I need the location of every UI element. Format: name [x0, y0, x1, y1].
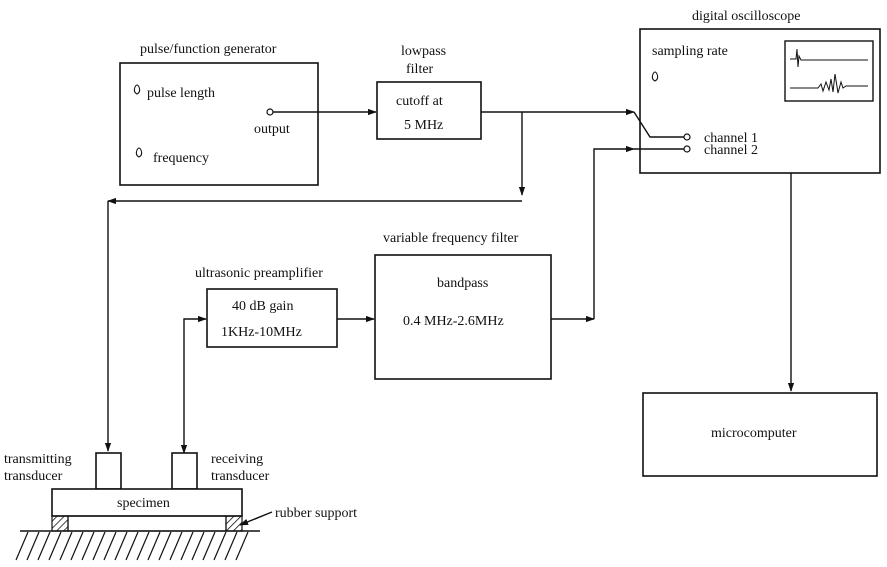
- sampling-rate-label: sampling rate: [652, 44, 728, 59]
- channel-1-label: channel 1: [704, 131, 758, 146]
- ground-hatch-stroke: [103, 531, 117, 561]
- output-terminal-icon: [266, 108, 274, 116]
- ground-hatch-stroke: [48, 531, 62, 561]
- ground-hatch-stroke: [114, 531, 128, 561]
- variable-filter-title: variable frequency filter: [383, 231, 519, 246]
- microcomputer-label: microcomputer: [711, 426, 797, 441]
- bandpass-range: 0.4 MHz-2.6MHz: [403, 314, 504, 329]
- ground-hatch-stroke: [191, 531, 205, 561]
- ground-hatch-stroke: [224, 531, 238, 561]
- rubber-support-label: rubber support: [275, 506, 357, 521]
- sampling-rate-knob-icon: [651, 71, 659, 82]
- cutoff-label: cutoff at: [396, 94, 443, 109]
- oscilloscope-screen: [784, 40, 874, 102]
- bandpass-label: bandpass: [437, 276, 488, 291]
- rubber-support-pointer: [239, 511, 273, 526]
- lowpass-filter: lowpass filter cutoff at 5 MHz: [376, 44, 482, 140]
- frequency-label: frequency: [153, 151, 209, 166]
- channel-1-terminal-icon: [683, 133, 691, 141]
- specimen-assembly: transmitting transducer receiving transd…: [4, 452, 357, 561]
- channel-2-terminal-icon: [683, 145, 691, 153]
- ground-hatch-stroke: [213, 531, 227, 561]
- ultrasonic-preamplifier: ultrasonic preamplifier 40 dB gain 1KHz-…: [195, 266, 338, 348]
- transmitting-label-line-1: transmitting: [4, 452, 72, 467]
- ground-hatch-stroke: [70, 531, 84, 561]
- specimen-label: specimen: [117, 496, 170, 511]
- ground-hatch-stroke: [235, 531, 249, 561]
- channel-2-label: channel 2: [704, 143, 758, 158]
- preamp-range: 1KHz-10MHz: [221, 325, 302, 340]
- oscilloscope-title: digital oscilloscope: [692, 9, 800, 24]
- ground-hatch-stroke: [125, 531, 139, 561]
- transmitting-label-line-2: transducer: [4, 469, 63, 484]
- microcomputer: microcomputer: [642, 392, 878, 477]
- ground-hatch-stroke: [202, 531, 216, 561]
- pulse-generator-title: pulse/function generator: [140, 42, 277, 57]
- ground-hatch-stroke: [92, 531, 106, 561]
- rubber-support-right: [225, 515, 243, 532]
- ground-hatch-stroke: [26, 531, 40, 561]
- pulse-length-knob-icon: [133, 84, 141, 95]
- ground-hatch-stroke: [59, 531, 73, 561]
- receiving-transducer: [171, 452, 198, 490]
- pulse-length-label: pulse length: [147, 86, 215, 101]
- frequency-knob-icon: [135, 147, 143, 158]
- ground-hatch-stroke: [37, 531, 51, 561]
- ground-hatching: [15, 531, 249, 561]
- gain-label: 40 dB gain: [232, 299, 293, 314]
- preamp-title: ultrasonic preamplifier: [195, 266, 323, 281]
- ground-hatch-stroke: [180, 531, 194, 561]
- ground-hatch-stroke: [147, 531, 161, 561]
- output-label: output: [254, 122, 290, 137]
- receiver-to-preamp-arrow: [180, 315, 207, 454]
- ground-hatch-stroke: [136, 531, 150, 561]
- pulse-generator: pulse/function generator pulse length fr…: [119, 42, 319, 186]
- connections: [104, 108, 795, 454]
- rubber-support-left: [51, 515, 69, 532]
- transmitting-transducer: [95, 452, 122, 490]
- ground-hatch-stroke: [158, 531, 172, 561]
- receiving-label-line-2: transducer: [211, 469, 270, 484]
- ground-hatch-stroke: [81, 531, 95, 561]
- lowpass-title-line-2: filter: [406, 62, 434, 77]
- ground-hatch-stroke: [169, 531, 183, 561]
- lowpass-title-line-1: lowpass: [401, 44, 446, 59]
- cutoff-value: 5 MHz: [404, 118, 443, 133]
- ground-hatch-stroke: [15, 531, 29, 561]
- variable-frequency-filter: variable frequency filter bandpass 0.4 M…: [374, 231, 552, 380]
- receiving-label-line-1: receiving: [211, 452, 263, 467]
